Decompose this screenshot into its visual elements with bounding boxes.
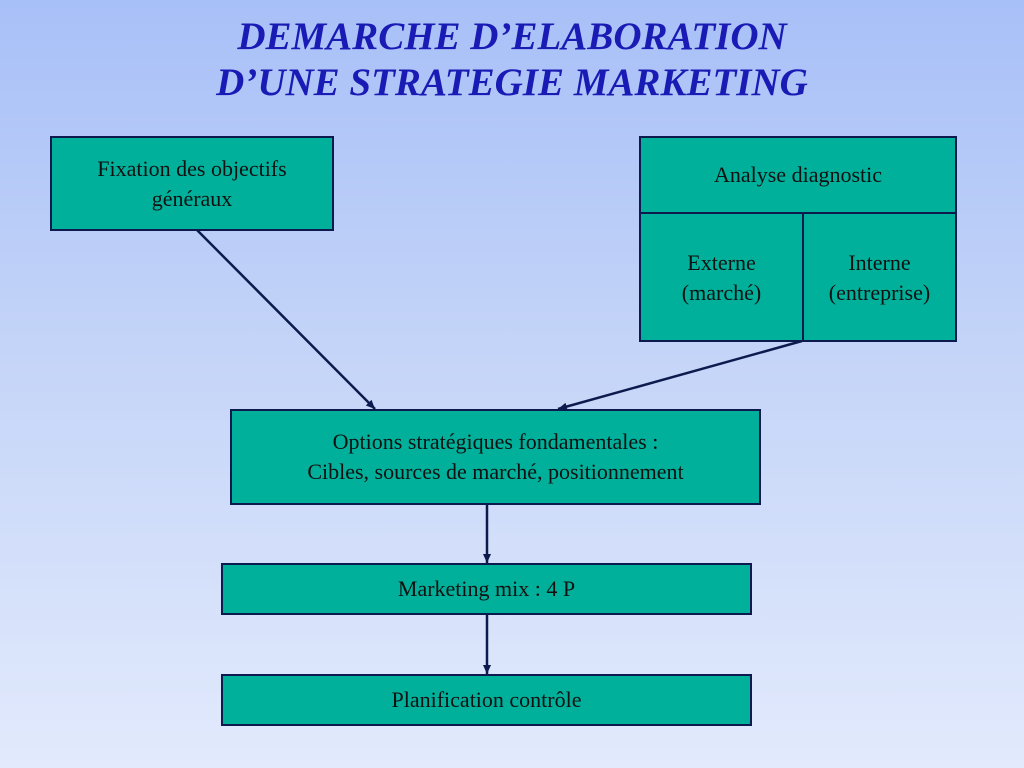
options-line-2: Cibles, sources de marché, positionnemen… xyxy=(307,459,684,484)
analyse-diagnostic-label: Analyse diagnostic xyxy=(713,162,883,187)
externe-line-2: (marché) xyxy=(681,280,762,305)
arrow-objectifs-to-options xyxy=(196,229,376,410)
analyse-diagnostic-box: Analyse diagnostic xyxy=(639,136,957,214)
slide-title-line-1: DEMARCHE D’ELABORATION xyxy=(237,15,787,58)
arrow-analyse-to-options xyxy=(557,339,803,411)
options-strategiques-box: Options stratégiques fondamentales : Cib… xyxy=(230,409,761,505)
planification-box: Planification contrôle xyxy=(221,674,752,726)
interne-line-1: Interne xyxy=(848,250,911,275)
marketing-mix-box: Marketing mix : 4 P xyxy=(221,563,752,615)
externe-line-1: Externe xyxy=(687,250,756,275)
slide-title: DEMARCHE D’ELABORATION D’UNE STRATEGIE M… xyxy=(0,14,1024,106)
externe-box: Externe (marché) xyxy=(639,212,804,342)
planification-label: Planification contrôle xyxy=(391,687,582,712)
slide-title-line-2: D’UNE STRATEGIE MARKETING xyxy=(216,61,808,104)
objectifs-line-2: généraux xyxy=(151,186,233,211)
interne-line-2: (entreprise) xyxy=(828,280,931,305)
marketing-mix-label: Marketing mix : 4 P xyxy=(397,576,576,601)
options-line-1: Options stratégiques fondamentales : xyxy=(332,429,659,454)
objectifs-box: Fixation des objectifs généraux xyxy=(50,136,334,231)
objectifs-line-1: Fixation des objectifs xyxy=(97,156,287,181)
interne-box: Interne (entreprise) xyxy=(802,212,957,342)
